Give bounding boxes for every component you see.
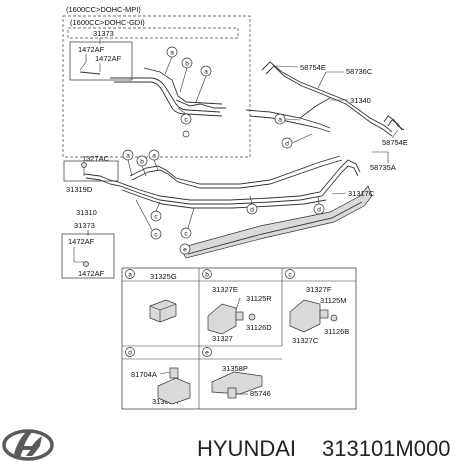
svg-text:b: b	[140, 159, 144, 166]
footer-caption: HYUNDAI 313101M000	[197, 436, 450, 461]
svg-text:a: a	[278, 117, 282, 124]
hyundai-logo	[2, 429, 54, 461]
bundle-callout-a2: a	[148, 149, 160, 171]
label-31340: 31340	[350, 96, 371, 105]
svg-text:c: c	[288, 272, 292, 279]
svg-text:a: a	[170, 50, 174, 57]
inset-callout-a: a	[164, 46, 178, 75]
label-1472af-d: 1472AF	[78, 269, 105, 278]
label-31317c: 31317C	[348, 189, 375, 198]
left-clip-box	[61, 233, 115, 279]
label-31310: 31310	[76, 208, 97, 217]
svg-text:b: b	[205, 272, 209, 279]
panel-b-part-2: 31125R	[246, 294, 272, 303]
label-31373-top: 31373	[93, 29, 114, 38]
main-fuel-line-bundle: 31317C a b a c c c	[117, 149, 375, 259]
inset-callout-c: c	[177, 107, 192, 125]
bundle-callout-c2: c	[135, 199, 162, 240]
panel-d-part-2: 31360H	[152, 397, 178, 406]
svg-text:c: c	[154, 232, 158, 239]
svg-text:d: d	[128, 350, 132, 357]
brand-name: HYUNDAI	[197, 436, 296, 461]
detail-panel-d: d 81704A 31360H	[125, 347, 191, 406]
bundle-callout-d3: d	[313, 195, 325, 215]
panel-e-part-2: 85746	[250, 389, 271, 398]
upper-pipe-assembly: 58754E 58736C 31340 58754E 58735A a d	[245, 61, 408, 172]
panel-b-part-4: 31327	[212, 334, 233, 343]
inset-outer-frame	[62, 15, 251, 158]
detail-panel-e: e 31358P 85746	[202, 347, 271, 399]
bundle-callout-e: e	[179, 243, 191, 255]
part-number: 313101M000	[322, 436, 450, 461]
label-1472af-c: 1472AF	[68, 237, 95, 246]
label-58754e-right: 58754E	[382, 138, 408, 147]
detail-panel-a: a 31325G	[125, 269, 177, 323]
panel-b-part-3: 31126D	[246, 323, 272, 332]
inset-pipe-1	[110, 77, 221, 113]
bundle-callout-d2: d	[246, 195, 258, 215]
bundle-callout-c1: c	[150, 201, 162, 222]
upper-callout-a: a	[274, 113, 301, 125]
upper-callout-d1: d	[281, 133, 313, 149]
svg-text:c: c	[154, 214, 158, 221]
panel-c-part-4: 31327C	[292, 336, 319, 345]
svg-text:c: c	[184, 231, 188, 238]
svg-text:d: d	[250, 207, 254, 214]
svg-text:b: b	[185, 61, 189, 68]
lower-shield	[179, 185, 373, 259]
label-1472af-a: 1472AF	[78, 45, 105, 54]
inset-callout-a2: a	[195, 65, 212, 103]
panel-d-part-1: 81704A	[131, 370, 157, 379]
engine-variant-inset: (1600CC>DOHC-MPI) (1600CC>DOHC-GDI) 3137…	[62, 5, 251, 158]
svg-text:e: e	[183, 247, 187, 254]
svg-text:d: d	[317, 207, 321, 214]
label-31373-left: 31373	[74, 221, 95, 230]
variant-mpi-label: (1600CC>DOHC-MPI)	[66, 5, 141, 14]
left-connector-group: 1327AC 31319D 31310 31373 1472AF 1472AF	[61, 154, 121, 279]
svg-text:c: c	[184, 117, 188, 124]
svg-text:d: d	[285, 141, 289, 148]
svg-text:e: e	[205, 350, 209, 357]
panel-a-part-1: 31325G	[150, 272, 177, 281]
label-1472af-b: 1472AF	[95, 54, 122, 63]
panel-c-part-1: 31327F	[306, 285, 332, 294]
svg-text:a: a	[128, 272, 132, 279]
detail-panel-c: c 31327F 31125M 31126B 31327C	[285, 269, 349, 345]
svg-text:a: a	[152, 153, 156, 160]
panel-c-part-3: 31126B	[324, 327, 349, 336]
svg-text:a: a	[204, 69, 208, 76]
label-31319d: 31319D	[66, 185, 93, 194]
bundle-callout-b: b	[136, 155, 148, 177]
bundle-callout-c3: c	[180, 207, 195, 239]
label-58754e-top: 58754E	[300, 63, 326, 72]
bundle-callout-a: a	[122, 149, 134, 177]
label-58735a: 58735A	[370, 163, 396, 172]
label-1327ac: 1327AC	[82, 154, 110, 163]
detail-grid-frame	[121, 267, 357, 410]
label-58736c: 58736C	[346, 67, 373, 76]
inset-pipe-2	[114, 81, 223, 117]
detail-panel-b: b 31327E 31125R 31126D 31327	[202, 269, 272, 343]
svg-text:a: a	[126, 153, 130, 160]
panel-b-part-1: 31327E	[212, 285, 238, 294]
inset-gdi-frame	[67, 27, 239, 39]
panel-e-part-1: 31358P	[222, 364, 248, 373]
panel-c-part-2: 31125M	[320, 296, 347, 305]
inset-callout-b: b	[179, 57, 193, 93]
inset-clip-box	[69, 41, 133, 81]
variant-gdi-label: (1600CC>DOHC-GDI)	[70, 18, 145, 27]
detail-panels: a 31325G b 31327E 31125R 31126D 31327 c …	[121, 267, 357, 410]
